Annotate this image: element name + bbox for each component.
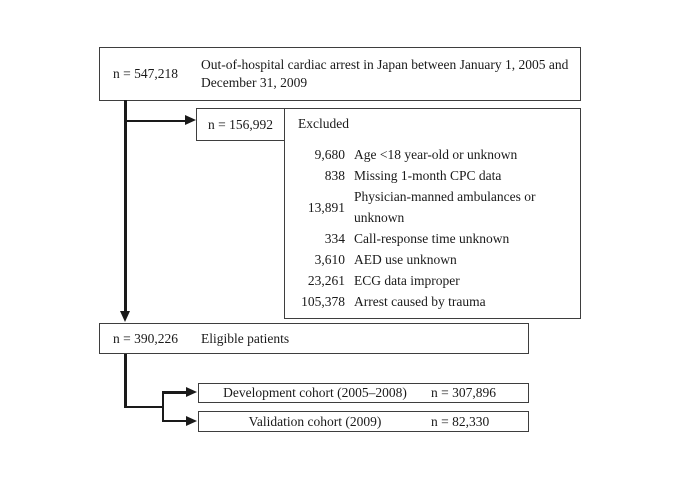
excluded-detail-box: Excluded 9,680 Age <18 year-old or unkno… xyxy=(284,108,581,319)
validation-n-value: n = 82,330 xyxy=(431,413,490,429)
excluded-item-reason: AED use unknown xyxy=(354,252,457,267)
initial-population-box: n = 547,218 Out-of-hospital cardiac arre… xyxy=(99,47,581,101)
excluded-item-count: 9,680 xyxy=(314,147,345,162)
connector-fork-vertical xyxy=(161,391,164,422)
excluded-item-count: 3,610 xyxy=(314,252,345,267)
excluded-item: 13,891 Physician-manned ambulances or un… xyxy=(285,186,580,228)
arrowhead-eligible-icon xyxy=(119,311,130,322)
eligible-label: Eligible patients xyxy=(201,330,290,346)
development-label: Development cohort (2005–2008) xyxy=(223,385,407,400)
excluded-item: 23,261 ECG data improper xyxy=(285,270,580,291)
arrowhead-validation-icon xyxy=(186,415,197,426)
excluded-item-count: 838 xyxy=(324,168,345,183)
excluded-reason-list: 9,680 Age <18 year-old or unknown 838 Mi… xyxy=(285,144,580,312)
excluded-item-count: 334 xyxy=(324,231,345,246)
validation-label: Validation cohort (2009) xyxy=(248,413,382,429)
excluded-item: 3,610 AED use unknown xyxy=(285,249,580,270)
excluded-item-count: 23,261 xyxy=(307,273,345,288)
connector-eligible-elbow xyxy=(124,405,164,408)
excluded-item: 105,378 Arrest caused by trauma xyxy=(285,291,580,312)
excluded-item: 838 Missing 1-month CPC data xyxy=(285,165,580,186)
arrowhead-development-icon xyxy=(186,387,197,397)
excluded-item-reason: Age <18 year-old or unknown xyxy=(354,147,518,162)
connector-to-development xyxy=(162,391,187,394)
excluded-n-value: n = 156,992 xyxy=(208,116,273,132)
connector-to-excluded xyxy=(124,119,186,122)
excluded-title: Excluded xyxy=(298,116,349,131)
eligible-n-value: n = 390,226 xyxy=(113,330,178,346)
development-n-value: n = 307,896 xyxy=(431,385,496,400)
excluded-item: 334 Call-response time unknown xyxy=(285,228,580,249)
excluded-item-reason: Arrest caused by trauma xyxy=(354,294,486,309)
excluded-n-box: n = 156,992 xyxy=(196,108,285,141)
excluded-item-reason: Call-response time unknown xyxy=(354,231,510,246)
excluded-item-count: 13,891 xyxy=(307,199,345,215)
validation-cohort-box: Validation cohort (2009) n = 82,330 xyxy=(198,411,529,432)
eligible-patients-box: n = 390,226 Eligible patients xyxy=(99,323,529,354)
connector-to-validation xyxy=(162,419,187,423)
excluded-item: 9,680 Age <18 year-old or unknown xyxy=(285,144,580,165)
connector-eligible-down xyxy=(124,354,127,408)
connector-initial-to-eligible xyxy=(124,100,127,312)
excluded-item-reason: ECG data improper xyxy=(354,273,460,288)
excluded-item-count: 105,378 xyxy=(301,294,345,309)
excluded-item-reason: Missing 1-month CPC data xyxy=(354,168,502,183)
excluded-item-reason: Physician-manned ambulances or unknown xyxy=(354,189,536,225)
initial-n-value: n = 547,218 xyxy=(113,66,178,81)
arrowhead-excluded-icon xyxy=(185,115,196,125)
initial-label: Out-of-hospital cardiac arrest in Japan … xyxy=(201,57,569,90)
development-cohort-box: Development cohort (2005–2008) n = 307,8… xyxy=(198,383,529,403)
